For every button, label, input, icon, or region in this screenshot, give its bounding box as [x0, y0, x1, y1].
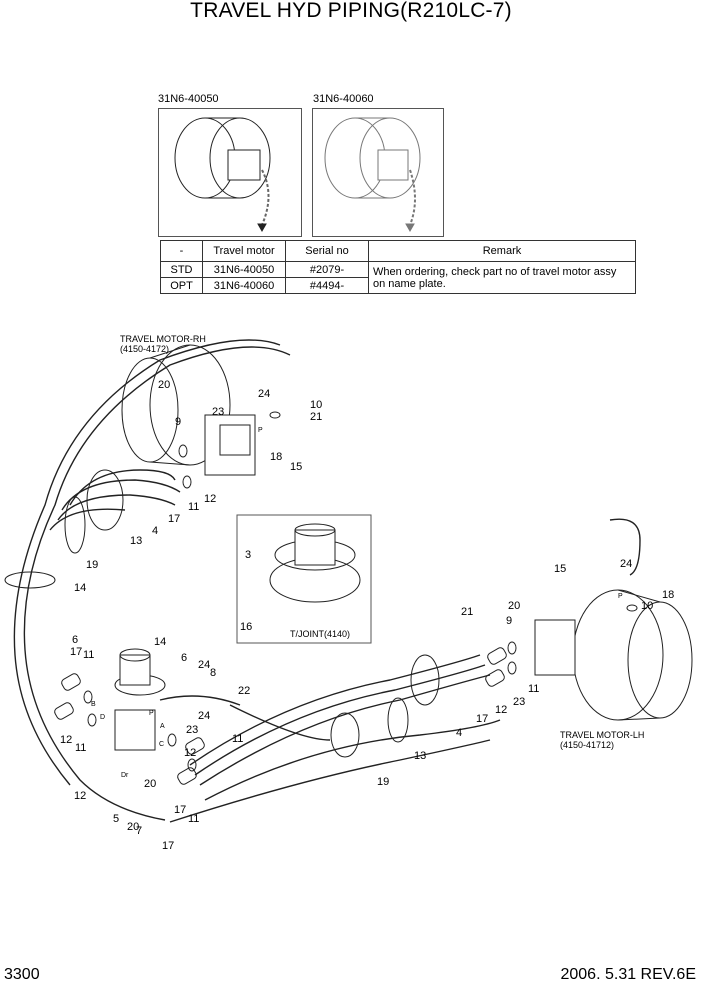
date-revision: 2006. 5.31 REV.6E: [560, 966, 696, 983]
part-callout: 15: [290, 461, 302, 473]
travel-motor-lh: [534, 589, 693, 721]
travel-motor-rh: [121, 344, 256, 476]
part-callout: 4: [456, 727, 462, 739]
part-callout: 19: [377, 776, 389, 788]
part-callout: 24: [198, 710, 210, 722]
part-callout: 13: [130, 535, 142, 547]
motor-lh-label: TRAVEL MOTOR-LH: [560, 730, 644, 740]
part-callout: 24: [620, 558, 632, 570]
table-header-cell: Serial no: [285, 240, 369, 262]
part-callout: 9: [175, 416, 181, 428]
port-letter: B: [91, 701, 96, 708]
part-callout: 12: [184, 747, 196, 759]
part-callout: 11: [75, 742, 86, 754]
part-callout: 11: [188, 501, 199, 513]
motor-remark-table: - Travel motor Serial no Remark STD 31N6…: [160, 240, 636, 294]
part-callout: 18: [270, 451, 282, 463]
table-cell: #4494-: [285, 277, 369, 294]
page-title: TRAVEL HYD PIPING(R210LC-7): [190, 0, 512, 22]
part-callout: 17: [70, 646, 82, 658]
table-header-row: - Travel motor Serial no Remark: [160, 240, 636, 262]
tjoint-label: T/JOINT(4140): [290, 629, 350, 639]
part-callout: 24: [198, 659, 210, 671]
motor-rh-ref-label: (4150-4172): [120, 344, 169, 354]
port-letter: P: [149, 710, 154, 717]
part-callout: 20: [158, 379, 170, 391]
port-letter: P: [618, 593, 623, 600]
part-callout: 23: [513, 696, 525, 708]
motor-std-part-no: 31N6-40050: [158, 93, 219, 105]
part-callout: 12: [204, 493, 216, 505]
hose-clamps: [4, 469, 440, 758]
table-cell: 31N6-40060: [202, 277, 286, 294]
part-callout: 24: [258, 388, 270, 400]
remark-line: on name plate.: [373, 277, 446, 290]
part-callout: 6: [72, 634, 78, 646]
part-callout: 11: [83, 649, 94, 661]
remark-line: When ordering, check part no of travel m…: [373, 265, 617, 278]
part-callout: 16: [240, 621, 252, 633]
part-callout: 10: [641, 600, 653, 612]
part-callout: 12: [74, 790, 86, 802]
part-callout: 17: [174, 804, 186, 816]
part-callout: 17: [162, 840, 174, 852]
tjoint-drawing: [269, 523, 361, 603]
part-callout: 14: [74, 582, 86, 594]
table-cell: STD: [160, 261, 203, 278]
part-callout: 3: [245, 549, 251, 561]
table-row: OPT 31N6-40060 #4494-: [160, 277, 636, 294]
table-row: STD 31N6-40050 #2079- When ordering, che…: [160, 261, 636, 294]
split-flanges: [54, 647, 507, 785]
part-callout: 7: [136, 825, 142, 837]
part-callout: 10: [310, 399, 322, 411]
port-letter: A: [160, 723, 165, 730]
hose-bundle: [13, 339, 641, 823]
part-callout: 20: [508, 600, 520, 612]
part-callout: 9: [506, 615, 512, 627]
part-callout: 23: [212, 406, 224, 418]
part-callout: 17: [476, 713, 488, 725]
remark-cell: When ordering, check part no of travel m…: [368, 261, 636, 294]
part-callout: 5: [113, 813, 119, 825]
part-callout: 4: [152, 525, 158, 537]
port-letter: P: [258, 427, 263, 434]
part-callout: 22: [238, 685, 250, 697]
port-letter: C: [159, 741, 164, 748]
tjoint-inset-box: [236, 514, 372, 644]
part-callout: 15: [554, 563, 566, 575]
part-callout: 6: [181, 652, 187, 664]
motor-opt-drawing: [324, 117, 421, 233]
part-callout: 13: [414, 750, 426, 762]
part-callout: 8: [210, 667, 216, 679]
motor-rh-label: TRAVEL MOTOR-RH: [120, 334, 206, 344]
part-callout: 20: [127, 821, 139, 833]
part-callout: 19: [86, 559, 98, 571]
part-callout: 14: [154, 636, 166, 648]
part-callout: 12: [60, 734, 72, 746]
part-callout: 11: [232, 733, 243, 745]
part-callout: 18: [662, 589, 674, 601]
page-number: 3300: [4, 966, 40, 983]
part-callout: 11: [528, 683, 539, 695]
part-callout: 23: [186, 724, 198, 736]
part-callout: 12: [495, 704, 507, 716]
center-joint: [114, 648, 166, 751]
port-letter: D: [100, 714, 105, 721]
table-cell: OPT: [160, 277, 203, 294]
part-callout: 20: [144, 778, 156, 790]
motor-opt-part-no: 31N6-40060: [313, 93, 374, 105]
part-callout: 21: [310, 411, 322, 423]
part-callout: 17: [168, 513, 180, 525]
motor-std-drawing: [174, 117, 271, 233]
motor-lh-ref-label: (4150-41712): [560, 740, 614, 750]
part-callout: 21: [461, 606, 473, 618]
o-rings: [83, 411, 638, 772]
part-callout: 11: [188, 813, 199, 825]
port-letter: Dr: [121, 772, 129, 779]
